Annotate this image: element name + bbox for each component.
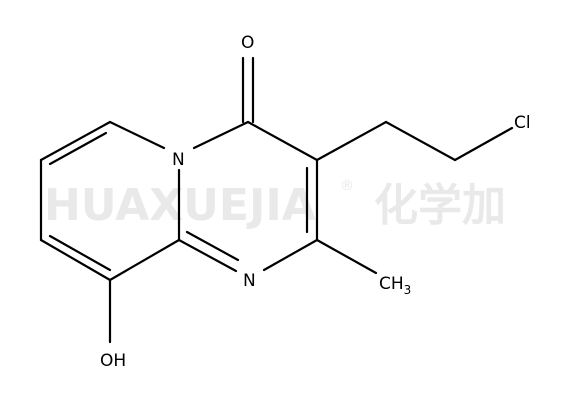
methyl-subscript: 3 — [404, 283, 412, 297]
methyl-ch: CH — [379, 274, 404, 294]
atom-chlorine: Cl — [514, 113, 531, 133]
bond-c6-c7-inner — [48, 234, 112, 272]
watermark-cjk: 化学加 — [374, 180, 506, 231]
bond-c4a-c5 — [39, 120, 112, 162]
bond-c2-n — [262, 238, 319, 272]
atom-methyl: CH3 — [379, 274, 411, 297]
bond-ch2-ch2 — [384, 120, 457, 162]
atom-hydroxyl: OH — [100, 351, 126, 371]
atom-labels: O N N Cl CH3 OH — [100, 33, 531, 371]
bonds — [39, 56, 514, 344]
bond-n-c4 — [192, 120, 250, 150]
atom-imine-nitrogen: N — [243, 271, 256, 291]
watermark: HUAXUEJIA ® 化学加 — [44, 178, 506, 231]
bond-n-c8a — [177, 238, 238, 273]
watermark-registered-mark: ® — [340, 178, 354, 194]
bond-c6-c7 — [39, 238, 112, 282]
bond-n-c4a — [108, 120, 166, 150]
bond-n-c8a-inner — [185, 230, 240, 262]
bond-c7-c8 — [108, 238, 181, 282]
bond-c3-ch2 — [315, 120, 388, 162]
bond-c4-c3 — [246, 120, 319, 162]
bond-c2-methyl — [315, 238, 378, 275]
bond-ch2-cl — [453, 126, 514, 162]
bond-c4a-c5-inner — [48, 131, 108, 166]
atom-carbonyl-oxygen: O — [241, 33, 254, 53]
atom-bridge-nitrogen: N — [172, 150, 185, 170]
